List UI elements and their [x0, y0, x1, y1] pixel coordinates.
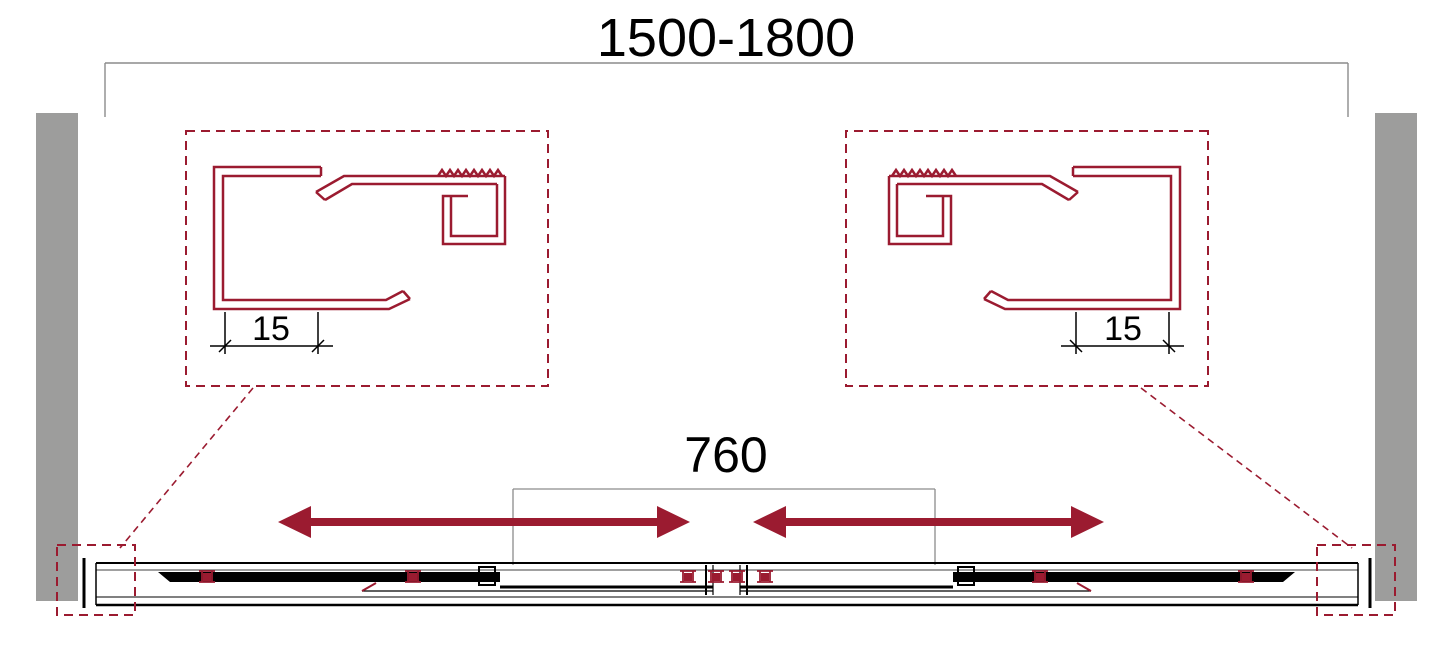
opening-dimension-label: 760 — [684, 427, 767, 483]
roller-clip — [679, 570, 697, 583]
panel-stop-left — [361, 582, 377, 592]
overall-dimension: 1500-1800 — [104, 8, 1349, 117]
slide-arrow-left — [278, 506, 690, 538]
wall-right — [1375, 113, 1417, 601]
profile-detail-left — [184, 129, 550, 388]
detail-leader-left — [119, 387, 254, 549]
detail-right-dimension-label: 15 — [1104, 310, 1142, 348]
slide-arrow-right — [753, 506, 1104, 538]
detail-leader-right — [1140, 387, 1353, 549]
overall-dimension-line — [104, 62, 1349, 117]
opening-dimension: 760 — [512, 427, 936, 565]
panel-bracket-left — [478, 566, 496, 586]
panel-stop-right — [1076, 582, 1092, 592]
roller-clip — [756, 570, 774, 583]
detail-callout-box-left — [56, 544, 136, 616]
detail-callout-box-right — [1316, 544, 1396, 616]
detail-left-dimension-label: 15 — [252, 310, 290, 348]
profile-detail-right — [844, 129, 1210, 388]
panel-bracket-right — [957, 566, 975, 586]
roller-clip — [728, 570, 746, 583]
opening-dimension-line — [512, 488, 936, 565]
wall-left — [36, 113, 78, 601]
overall-dimension-label: 1500-1800 — [597, 8, 855, 68]
door-track-assembly — [82, 558, 1372, 608]
roller-clip — [707, 570, 725, 583]
